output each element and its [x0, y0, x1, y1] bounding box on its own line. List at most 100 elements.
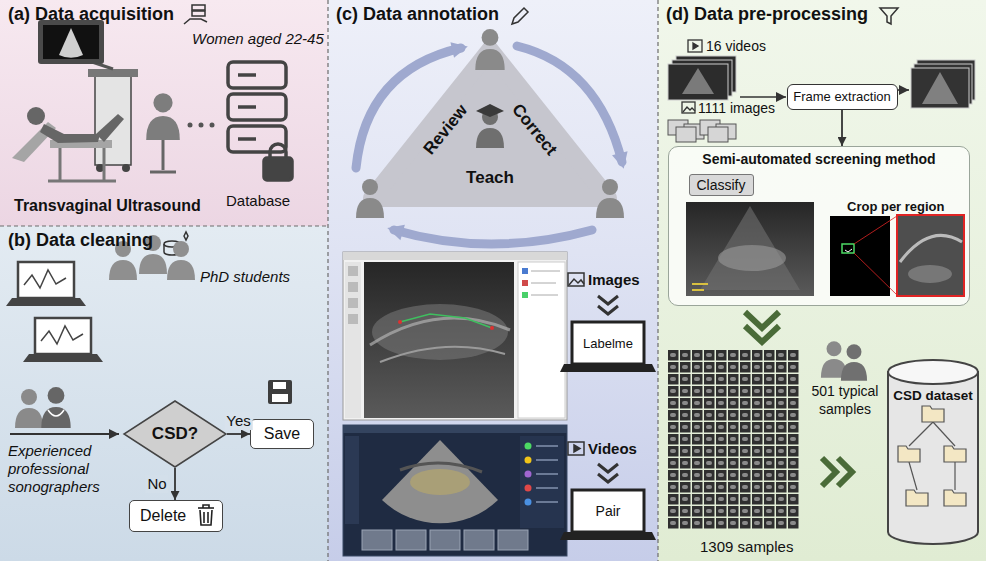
ultrasound-scene [150, 171, 176, 174]
laptop-icon [560, 532, 656, 540]
screening-images [686, 202, 964, 296]
database-icon [228, 126, 286, 152]
label-holder: PhD students [200, 268, 290, 286]
sonographers-icon [48, 410, 64, 416]
down-chevrons [598, 474, 618, 482]
folder-icons [944, 490, 966, 506]
panel-dividers [0, 0, 658, 561]
heading-icon [192, 5, 205, 10]
floppy-icon [268, 380, 292, 404]
labelme-screenshot [398, 320, 402, 324]
text-label: 1309 samples [700, 538, 793, 555]
right-chevrons [822, 458, 836, 486]
trash-icon [203, 512, 205, 523]
database-icon [238, 73, 256, 77]
delete-box: Delete [129, 500, 223, 532]
images-icon [569, 279, 584, 285]
label-holder: Women aged 22-45 [192, 30, 324, 48]
database-icon [228, 62, 292, 180]
sonographers-icon [15, 387, 71, 428]
frame-stack [922, 72, 958, 104]
videos-icon [574, 445, 580, 452]
save-box: Save [250, 419, 314, 449]
video-stack [682, 68, 714, 94]
heading-icon [512, 8, 528, 24]
video-screenshot [536, 459, 558, 461]
labelme-screenshot [343, 252, 567, 420]
down-chevron [745, 312, 779, 328]
process-box: Frame extraction [787, 84, 898, 110]
team-icons [356, 179, 384, 218]
decision-label: CSD? [152, 424, 198, 444]
phd-students-icon [139, 235, 167, 274]
screening-images [845, 249, 852, 252]
video-icon [688, 40, 702, 52]
ultrasound-scene [162, 140, 165, 170]
panel-heading: (b) Data cleaning [8, 230, 153, 252]
ultrasound-scene [96, 114, 124, 142]
label-holder: Pair [572, 502, 644, 520]
frame-stack [917, 60, 975, 100]
group-subtitle-holder: Crop per region [847, 197, 945, 215]
screening-images [897, 215, 964, 296]
label-holder: 1111 images [698, 99, 775, 117]
video-screenshot [343, 425, 567, 556]
phd-students-icon [167, 241, 195, 280]
video-screenshot [525, 485, 532, 492]
labelme-screenshot [348, 298, 358, 308]
labelme-screenshot [364, 262, 514, 418]
video-screenshot [362, 530, 392, 550]
laptop-icon [560, 364, 656, 372]
floppy-icon [268, 380, 292, 404]
screening-images [900, 235, 962, 262]
frame-stack [911, 60, 975, 108]
laptop-icon [24, 270, 66, 288]
video-icon [693, 43, 698, 49]
classify-box: Classify [689, 174, 754, 196]
video-stack [672, 60, 732, 96]
group-title-holder: Semi-automated screening method [669, 147, 969, 168]
label-holder: Images [588, 271, 640, 289]
phd-students-icon [109, 235, 195, 280]
label-holder: 501 typical samples [806, 382, 884, 418]
flow-arrow [898, 89, 909, 91]
screening-images [908, 265, 952, 283]
team-icons [596, 179, 624, 218]
label-holder: 1309 samples [700, 538, 793, 556]
frame-stack [911, 68, 969, 108]
laptop-icon [560, 322, 656, 540]
labelme-screenshot [531, 271, 560, 272]
team-icons [476, 109, 504, 148]
ultrasound-scene [88, 69, 138, 77]
image-stack [716, 124, 736, 139]
folder-icons [909, 422, 933, 446]
down-chevrons [598, 296, 618, 304]
folder-icons [906, 490, 928, 506]
right-chevrons [822, 458, 852, 486]
labelme-screenshot [522, 268, 528, 274]
screening-box: Semi-automated screening methodCrop per … [668, 146, 970, 306]
labelme-screenshot [380, 347, 505, 362]
cylinder-top [888, 360, 978, 384]
video-screenshot [525, 471, 532, 478]
image-stack [700, 120, 720, 135]
box-label: Frame extraction [793, 89, 891, 105]
image-icon [682, 102, 695, 113]
ellipsis-dots [199, 123, 204, 128]
labelme-screenshot [522, 280, 528, 286]
down-chevrons [598, 464, 618, 472]
floppy-icon [272, 394, 288, 402]
database-icon [264, 158, 292, 180]
ultrasound-scene [96, 164, 104, 172]
labelme-screenshot [531, 283, 556, 284]
trash-icon [207, 512, 209, 523]
ultrasound-scene [50, 140, 112, 148]
laptop-icon [572, 490, 644, 532]
panel-preprocessing: (d) Data pre-processingFrame extractionS… [658, 0, 986, 561]
connector-arrow [841, 110, 843, 146]
screening-images [854, 253, 897, 295]
text-label: Videos [588, 440, 637, 457]
images-icon [568, 273, 584, 286]
video-stack [668, 64, 728, 100]
